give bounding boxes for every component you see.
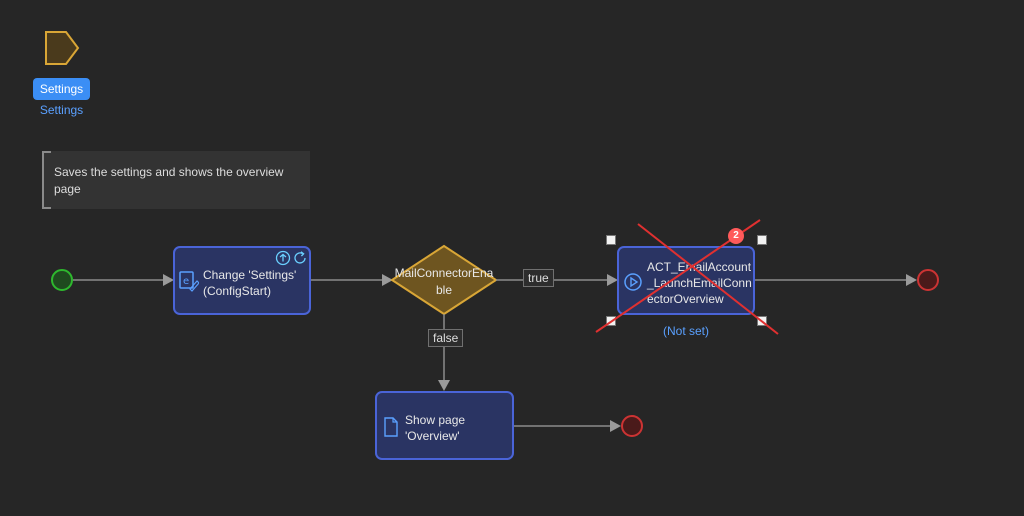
selection-handle-top-right[interactable] <box>757 235 767 245</box>
show-page-activity[interactable]: Show page 'Overview' <box>375 391 514 460</box>
end-event-bottom[interactable] <box>621 415 643 437</box>
annotation-note[interactable]: Saves the settings and shows the overvie… <box>42 151 310 209</box>
call-activity-line3: ectorOverview <box>647 292 724 306</box>
error-cross-icon <box>595 219 779 335</box>
change-activity-line1: Change 'Settings' <box>203 268 297 282</box>
decision-label: MailConnectorEna ble <box>389 265 499 299</box>
change-settings-activity[interactable]: e Change 'Settings' (ConfigStart) <box>173 246 311 315</box>
false-flow-label[interactable]: false <box>428 329 464 347</box>
flow-false[interactable] <box>438 314 450 391</box>
selection-handle-top-left[interactable] <box>606 235 616 245</box>
decision-label-line2: ble <box>435 283 452 297</box>
flow-change-to-decision[interactable] <box>311 274 393 286</box>
svg-text:e: e <box>183 276 189 287</box>
change-activity-line2: (ConfigStart) <box>203 284 272 298</box>
decision-label-line1: MailConnectorEna <box>394 266 494 280</box>
flow-start-to-change[interactable] <box>73 274 174 286</box>
call-activity-caption: (Not set) <box>662 324 709 338</box>
parameter-label[interactable]: Settings <box>33 78 90 100</box>
commit-icon <box>275 250 291 266</box>
show-page-line2: 'Overview' <box>405 429 460 443</box>
flow-showpage-to-end[interactable] <box>514 420 621 432</box>
call-activity-line1: ACT_EmailAccount <box>647 260 752 274</box>
show-page-line1: Show page <box>405 413 466 427</box>
parameter-icon[interactable] <box>45 31 80 65</box>
parameter-name: Settings <box>39 103 84 117</box>
start-event[interactable] <box>51 269 73 291</box>
refresh-icon <box>294 251 306 264</box>
error-count-badge[interactable]: 2 <box>728 228 744 244</box>
page-icon <box>384 417 398 437</box>
change-object-icon: e <box>179 271 199 292</box>
call-microflow-icon <box>624 273 642 291</box>
flow-call-to-end[interactable] <box>755 274 917 286</box>
end-event-top[interactable] <box>917 269 939 291</box>
true-flow-label[interactable]: true <box>523 269 554 287</box>
